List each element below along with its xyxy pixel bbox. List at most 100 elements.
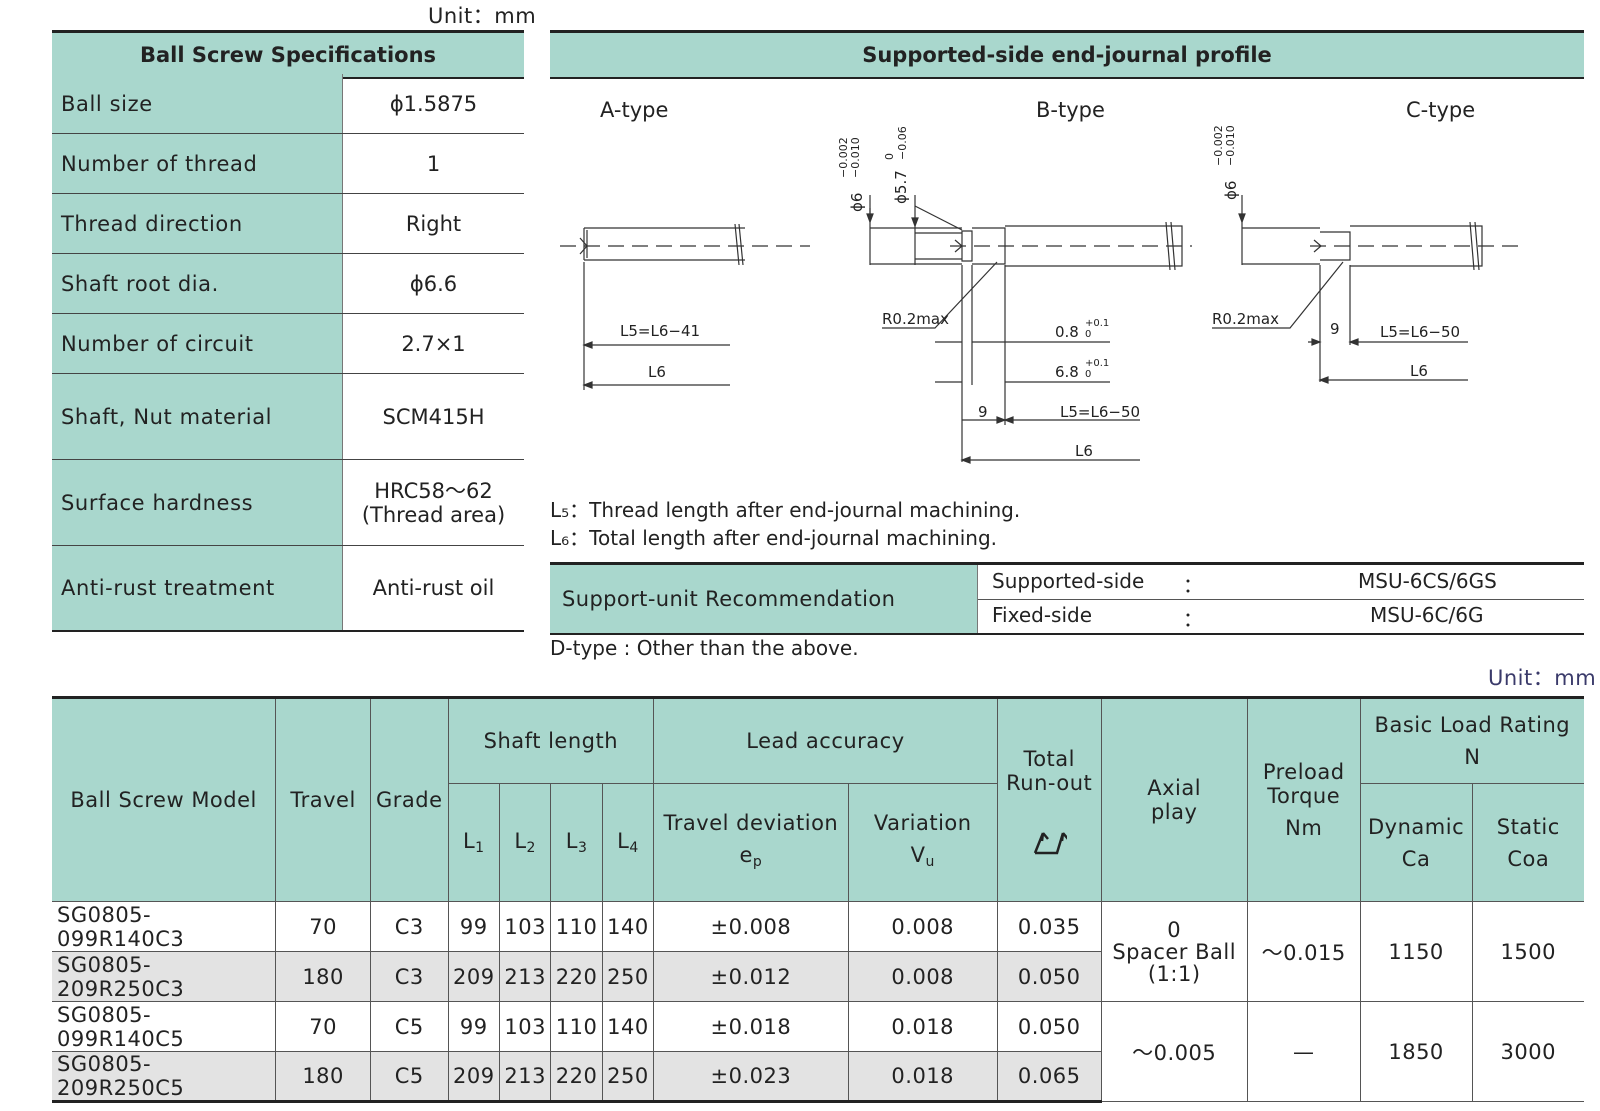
cell-travel: 70 bbox=[275, 901, 371, 952]
th-l3: L3 bbox=[550, 783, 603, 902]
cell-ep: ±0.008 bbox=[653, 901, 849, 952]
cell-axial-c3: 0 Spacer Ball (1:1) bbox=[1100, 901, 1248, 1002]
cell-ep: ±0.012 bbox=[653, 951, 849, 1002]
cell-l2: 103 bbox=[498, 1001, 552, 1052]
b-type-label: B-type bbox=[1036, 98, 1105, 122]
unit-label-bottom: Unit：mm bbox=[1488, 666, 1597, 690]
cell-vu: 0.018 bbox=[847, 1051, 998, 1103]
support-side-label: Supported-side bbox=[992, 569, 1145, 593]
th-preload-line1: Preload bbox=[1262, 760, 1345, 784]
cell-travel: 70 bbox=[275, 1001, 371, 1052]
th-l2-main: L bbox=[514, 829, 527, 853]
cell-l4: 140 bbox=[601, 1001, 655, 1052]
th-load-unit: N bbox=[1464, 745, 1481, 769]
spec-value: 1 bbox=[426, 151, 441, 176]
dim-c-phi6-tol-top: −0.002 bbox=[1212, 125, 1225, 166]
cell-ep: ±0.018 bbox=[653, 1001, 849, 1052]
b-type-shaft bbox=[866, 195, 1192, 464]
th-model: Ball Screw Model bbox=[52, 696, 277, 902]
journal-profile-drawing: L5=L6−41 L6 ϕ6 −0.002 −0.010 ϕ5.7 0 −0.0… bbox=[560, 125, 1525, 464]
support-value: MSU-6C/6G bbox=[1370, 603, 1484, 627]
th-runout-line1: Total bbox=[1023, 747, 1075, 771]
th-l3-main: L bbox=[565, 829, 578, 853]
cell-runout: 0.050 bbox=[996, 1001, 1102, 1052]
spec-row: Number of thread 1 bbox=[52, 134, 524, 194]
spec-value: ϕ1.5875 bbox=[389, 91, 478, 116]
spec-label: Thread direction bbox=[52, 194, 343, 253]
cell-l3: 110 bbox=[550, 1001, 603, 1052]
spec-title: Ball Screw Specifications bbox=[52, 30, 524, 79]
th-preload: Preload Torque Nm bbox=[1246, 696, 1361, 902]
cell-l1: 209 bbox=[447, 951, 500, 1002]
cell-l3: 220 bbox=[550, 951, 603, 1002]
dim-b-08-tol: +0.1 bbox=[1085, 318, 1109, 329]
th-travel-deviation: Travel deviation ep bbox=[653, 783, 849, 902]
spec-label: Shaft, Nut material bbox=[52, 374, 343, 459]
cell-runout: 0.035 bbox=[996, 901, 1102, 952]
dim-b-phi6: ϕ6 bbox=[848, 193, 866, 212]
dim-c-l5: L5=L6−50 bbox=[1380, 323, 1460, 341]
th-static-line1: Static bbox=[1496, 814, 1560, 839]
dim-b-phi57-tol-bot: −0.06 bbox=[896, 126, 909, 160]
spec-label: Ball size bbox=[52, 74, 343, 133]
spec-label: Shaft root dia. bbox=[52, 254, 343, 313]
th-ca: Ca bbox=[1401, 846, 1431, 871]
cell-ca-c3: 1150 bbox=[1359, 901, 1473, 1002]
th-lead-accuracy: Lead accuracy bbox=[653, 696, 998, 784]
th-variation: Variation Vu bbox=[847, 783, 998, 902]
table-row: SG0805-209R250C5 180 C5 209 213 220 250 … bbox=[52, 1051, 1584, 1103]
cell-runout: 0.065 bbox=[996, 1051, 1102, 1103]
support-value: MSU-6CS/6GS bbox=[1358, 569, 1497, 593]
cell-l1: 209 bbox=[447, 1051, 500, 1103]
cell-model: SG0805-099R140C3 bbox=[52, 901, 277, 952]
dim-b-l6: L6 bbox=[1075, 442, 1093, 460]
runout-symbol-icon bbox=[1034, 832, 1070, 855]
th-runout: Total Run-out bbox=[996, 696, 1102, 902]
dim-c-l6: L6 bbox=[1410, 362, 1428, 380]
spec-value: Anti-rust oil bbox=[372, 576, 495, 600]
spec-row: Shaft root dia.ϕ6.6 bbox=[52, 254, 524, 314]
th-l2-sub: 2 bbox=[526, 840, 536, 856]
cell-travel: 180 bbox=[275, 1051, 371, 1103]
th-vu-sub: u bbox=[925, 854, 935, 870]
cell-vu: 0.008 bbox=[847, 901, 998, 952]
cell-l4: 140 bbox=[601, 901, 655, 952]
cell-l4: 250 bbox=[601, 1051, 655, 1103]
support-row-fixed: Fixed-side ： MSU-6C/6G bbox=[978, 599, 1584, 633]
dim-b-phi6-tol-top: −0.002 bbox=[837, 137, 850, 178]
support-unit-box: Support-unit Recommendation Supported-si… bbox=[550, 562, 1584, 635]
axial-c3-line2: Spacer Ball bbox=[1112, 939, 1237, 964]
table-row: SG0805-099R140C3 70 C3 99 103 110 140 ±0… bbox=[52, 901, 1584, 1002]
spec-label: Anti-rust treatment bbox=[52, 546, 343, 630]
support-unit-label: Support-unit Recommendation bbox=[550, 565, 978, 633]
ball-screw-table: Ball Screw Model Travel Grade Shaft leng… bbox=[52, 696, 1584, 1103]
cell-ca-c5: 1850 bbox=[1359, 1001, 1473, 1102]
th-l4-main: L bbox=[617, 829, 630, 853]
dim-b-phi57: ϕ5.7 bbox=[892, 170, 910, 204]
axial-c3-line3: (1:1) bbox=[1147, 961, 1201, 986]
th-l1-main: L bbox=[462, 829, 476, 853]
th-ep-main: e bbox=[739, 843, 753, 867]
c-type-shaft bbox=[1212, 195, 1525, 384]
dim-b-l5: L5=L6−50 bbox=[1060, 403, 1140, 421]
cell-preload-c5: — bbox=[1246, 1001, 1361, 1102]
spec-label: Number of circuit bbox=[52, 314, 343, 373]
cell-grade: C5 bbox=[369, 1001, 449, 1052]
dim-b-phi6-tol-bot: −0.010 bbox=[849, 137, 862, 178]
cell-axial-c5: ～0.005 bbox=[1100, 1001, 1248, 1102]
dim-b-68-tol: +0.1 bbox=[1085, 358, 1109, 369]
cell-l2: 213 bbox=[498, 951, 552, 1002]
dim-c-phi6: ϕ6 bbox=[1222, 181, 1240, 200]
th-dynamic-line1: Dynamic bbox=[1368, 814, 1465, 839]
cell-grade: C5 bbox=[369, 1051, 449, 1103]
dim-c-r02: R0.2max bbox=[1212, 310, 1279, 328]
dim-b-08-tol2: 0 bbox=[1085, 329, 1091, 340]
th-dynamic: Dynamic Ca bbox=[1359, 783, 1473, 902]
support-sep: ： bbox=[1183, 607, 1203, 631]
dim-b-68-tol2: 0 bbox=[1085, 369, 1091, 380]
th-l2: L2 bbox=[498, 783, 552, 902]
cell-l3: 220 bbox=[550, 1051, 603, 1103]
th-travel-dev-line1: Travel deviation bbox=[663, 811, 839, 835]
cell-travel: 180 bbox=[275, 951, 371, 1002]
spec-label: Number of thread bbox=[52, 134, 343, 193]
